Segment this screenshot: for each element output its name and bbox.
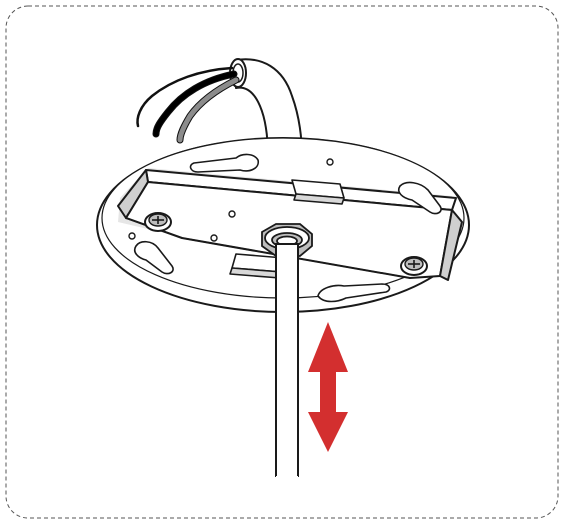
screw-left bbox=[144, 212, 172, 232]
bracket-tab-top bbox=[291, 179, 345, 205]
wire-black-thick-outline bbox=[152, 70, 238, 138]
keyhole-slot-left bbox=[133, 240, 174, 275]
wire-gray bbox=[177, 77, 239, 143]
hole bbox=[326, 158, 334, 166]
hole bbox=[210, 234, 218, 242]
wire-black-thick bbox=[153, 71, 237, 137]
bracket-right-wall bbox=[439, 209, 463, 281]
figure-frame bbox=[5, 5, 559, 519]
hole bbox=[228, 210, 236, 218]
keyhole-slot-bottom bbox=[317, 283, 391, 303]
screw-right bbox=[400, 256, 428, 276]
power-cable bbox=[275, 243, 299, 482]
keyhole-slot-top bbox=[189, 153, 260, 173]
hole bbox=[128, 232, 136, 240]
double-arrow-icon bbox=[308, 322, 348, 452]
keyhole-slot-right bbox=[397, 181, 442, 215]
wire-black-thin bbox=[136, 66, 234, 128]
loose-wires bbox=[136, 66, 240, 144]
